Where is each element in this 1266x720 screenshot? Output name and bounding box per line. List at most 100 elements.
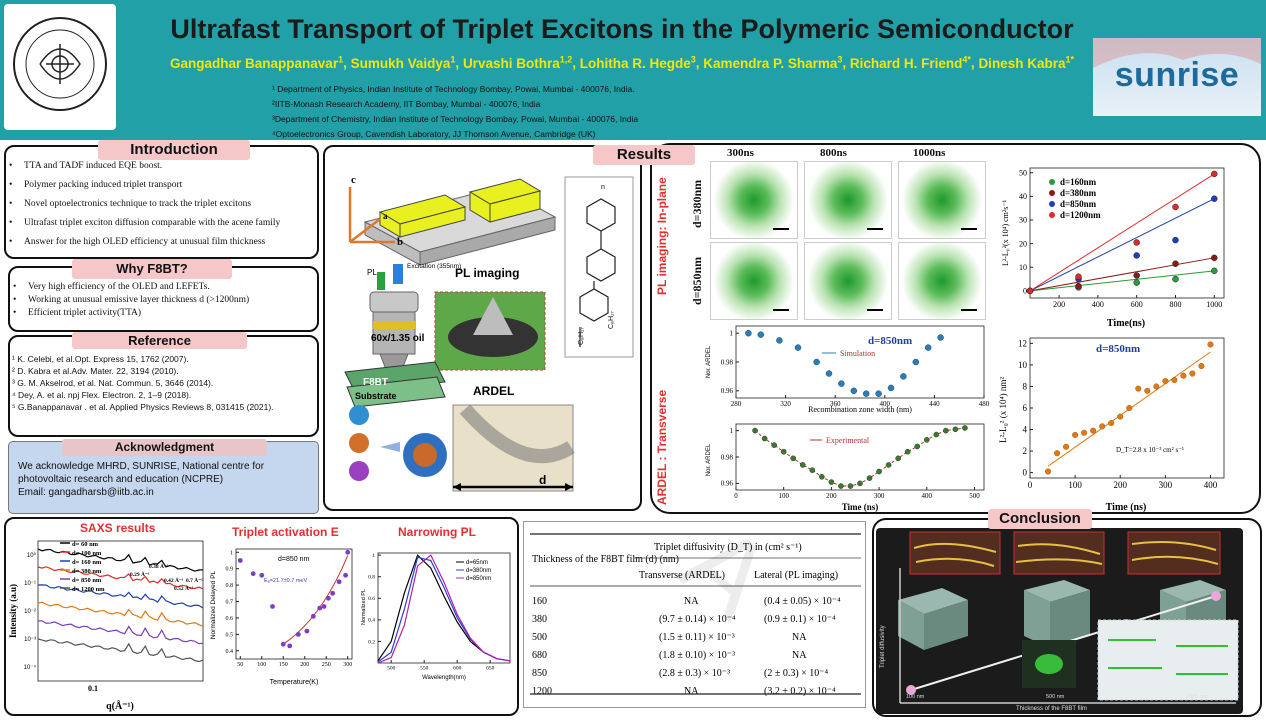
row-label-380: d=380nm bbox=[690, 179, 704, 228]
y-tick-label: 6 bbox=[1023, 403, 1028, 413]
y-tick-label: 1 bbox=[372, 553, 375, 559]
author-list: Gangadhar Banappanavar1, Sumukh Vaidya1,… bbox=[170, 54, 1074, 71]
y-tick-label: 0.4 bbox=[368, 618, 375, 624]
data-point bbox=[325, 595, 331, 601]
data-point bbox=[321, 604, 327, 609]
iitb-logo bbox=[4, 4, 116, 130]
y-axis-label: L²-L₀² (x 10⁴) nm² bbox=[998, 377, 1008, 443]
y-tick-label: 2 bbox=[1023, 446, 1028, 456]
x-tick-label: 0 bbox=[734, 492, 738, 500]
data-point bbox=[1135, 385, 1142, 392]
data-point bbox=[809, 467, 816, 474]
table-cell: 380 bbox=[532, 614, 547, 625]
svg-text:C₈H₁₇: C₈H₁₇ bbox=[608, 311, 615, 329]
table-cell: (0.9 ± 0.1) × 10⁻⁴ bbox=[764, 614, 836, 625]
x-tick-label: 800 bbox=[1170, 300, 1182, 309]
data-point bbox=[1211, 170, 1218, 178]
data-point bbox=[1099, 423, 1106, 430]
why-f8bt-list: Very high efficiency of the OLED and LEF… bbox=[10, 281, 318, 320]
data-point bbox=[280, 641, 286, 647]
pl-image-thumb bbox=[804, 242, 892, 320]
svg-text:Triplet diffusivity (D_T) in (: Triplet diffusivity (D_T) in (cm² s⁻¹) bbox=[654, 542, 802, 553]
x-tick-label: 150 bbox=[279, 662, 288, 668]
plot-frame bbox=[37, 540, 204, 682]
x-tick-label: 100 bbox=[778, 492, 789, 500]
email-text: Email: gangadharsb@iitb.ac.in bbox=[18, 487, 154, 498]
reference-list: ¹ K. Celebi, et al.Opt. Express 15, 1762… bbox=[12, 353, 312, 413]
y-tick-label: 0.5 bbox=[226, 632, 234, 638]
saxs-chart: d= 60 nmd= 100 nmd= 160 nmd= 380 nmd= 85… bbox=[8, 540, 204, 712]
y-tick-label: 0.6 bbox=[368, 596, 375, 602]
data-point bbox=[895, 455, 901, 462]
legend-marker bbox=[1049, 190, 1055, 196]
data-point bbox=[819, 474, 825, 480]
diffusivity-table: A Thickness of the F8BT film (d) (nm) Tr… bbox=[530, 501, 861, 697]
y-tick-label: 10⁻² bbox=[24, 609, 36, 615]
table-cell: 1200 bbox=[532, 686, 552, 697]
y-tick-label: 0.2 bbox=[368, 639, 375, 645]
legend-label: d= 100 nm bbox=[72, 550, 102, 557]
x-tick-label: 400 bbox=[922, 492, 933, 500]
data-point bbox=[937, 334, 944, 341]
conclusion-heading: Conclusion bbox=[988, 509, 1092, 529]
list-item: Polymer packing induced triplet transpor… bbox=[6, 176, 318, 195]
data-point bbox=[336, 579, 342, 585]
chart-title: d=850 nm bbox=[278, 556, 309, 563]
data-point bbox=[1211, 267, 1218, 275]
svg-text:Thickness of the F8BT film: Thickness of the F8BT film bbox=[1016, 706, 1087, 712]
pl-image-thumb bbox=[804, 161, 892, 239]
data-point bbox=[745, 329, 752, 337]
data-point bbox=[270, 604, 275, 609]
list-item: Answer for the high OLED efficiency at u… bbox=[6, 233, 318, 252]
y-tick-label: 8 bbox=[1023, 381, 1028, 391]
data-point bbox=[1172, 260, 1179, 267]
y-tick-label: 40 bbox=[1019, 192, 1027, 201]
legend-label: Simulation bbox=[840, 349, 875, 358]
y-tick-label: 1 bbox=[230, 550, 233, 556]
legend-label: d=1200nm bbox=[1060, 210, 1101, 220]
x-tick-label: 0 bbox=[1028, 480, 1033, 490]
legend-label: d=380nm bbox=[1060, 188, 1097, 198]
y-tick-label: 20 bbox=[1019, 239, 1027, 248]
diffusivity-table-panel: A Thickness of the F8BT film (d) (nm) Tr… bbox=[523, 501, 866, 708]
data-point bbox=[304, 628, 310, 634]
data-point bbox=[962, 425, 968, 431]
table-cell: (1.8 ± 0.10) × 10⁻³ bbox=[659, 650, 735, 661]
table-cell: NA bbox=[792, 650, 807, 661]
y-tick-label: 0 bbox=[1023, 287, 1027, 296]
data-point bbox=[1172, 236, 1179, 244]
list-item: Working at unusual emissive layer thickn… bbox=[10, 294, 318, 307]
peak-label: 0.7 Å⁻¹ bbox=[186, 576, 203, 584]
data-point bbox=[924, 344, 932, 351]
author-name: Dinesh Kabra1* bbox=[978, 54, 1074, 71]
data-point bbox=[761, 435, 768, 442]
data-point bbox=[771, 442, 777, 448]
x-tick-label: 280 bbox=[731, 400, 742, 408]
list-item: TTA and TADF induced EQE boost. bbox=[6, 157, 318, 176]
narrow-title: Narrowing PL bbox=[398, 525, 477, 539]
data-point bbox=[776, 337, 783, 344]
data-point bbox=[952, 426, 959, 433]
trend-line bbox=[1029, 198, 1215, 292]
x-tick-label: 200 bbox=[826, 492, 837, 500]
table-cell: 850 bbox=[532, 668, 547, 679]
y-tick-label: 0 bbox=[1023, 468, 1028, 478]
table-cell: NA bbox=[684, 686, 699, 697]
saxs-curve bbox=[37, 638, 204, 663]
triplet-title: Triplet activation E bbox=[232, 525, 339, 539]
data-point bbox=[1172, 275, 1179, 283]
y-axis-label: Nor. ARDEL bbox=[706, 345, 712, 378]
svg-text:500 nm: 500 nm bbox=[1046, 694, 1065, 700]
x-axis-label: Time (ns) bbox=[1106, 502, 1147, 513]
saxs-title: SAXS results bbox=[80, 521, 156, 535]
legend-label: d=380nm bbox=[466, 568, 491, 574]
data-point bbox=[847, 483, 854, 489]
affiliation-list: ¹ Department of Physics, Indian Institut… bbox=[272, 84, 639, 139]
legend-label: d=160nm bbox=[1060, 177, 1097, 187]
x-tick-label: 500 bbox=[969, 492, 980, 500]
y-axis-label: L²-L₀²(x 10⁴) cm²s⁻¹ bbox=[1001, 199, 1010, 266]
trend-line bbox=[1029, 270, 1215, 292]
x-tick-label: 250 bbox=[322, 662, 331, 668]
